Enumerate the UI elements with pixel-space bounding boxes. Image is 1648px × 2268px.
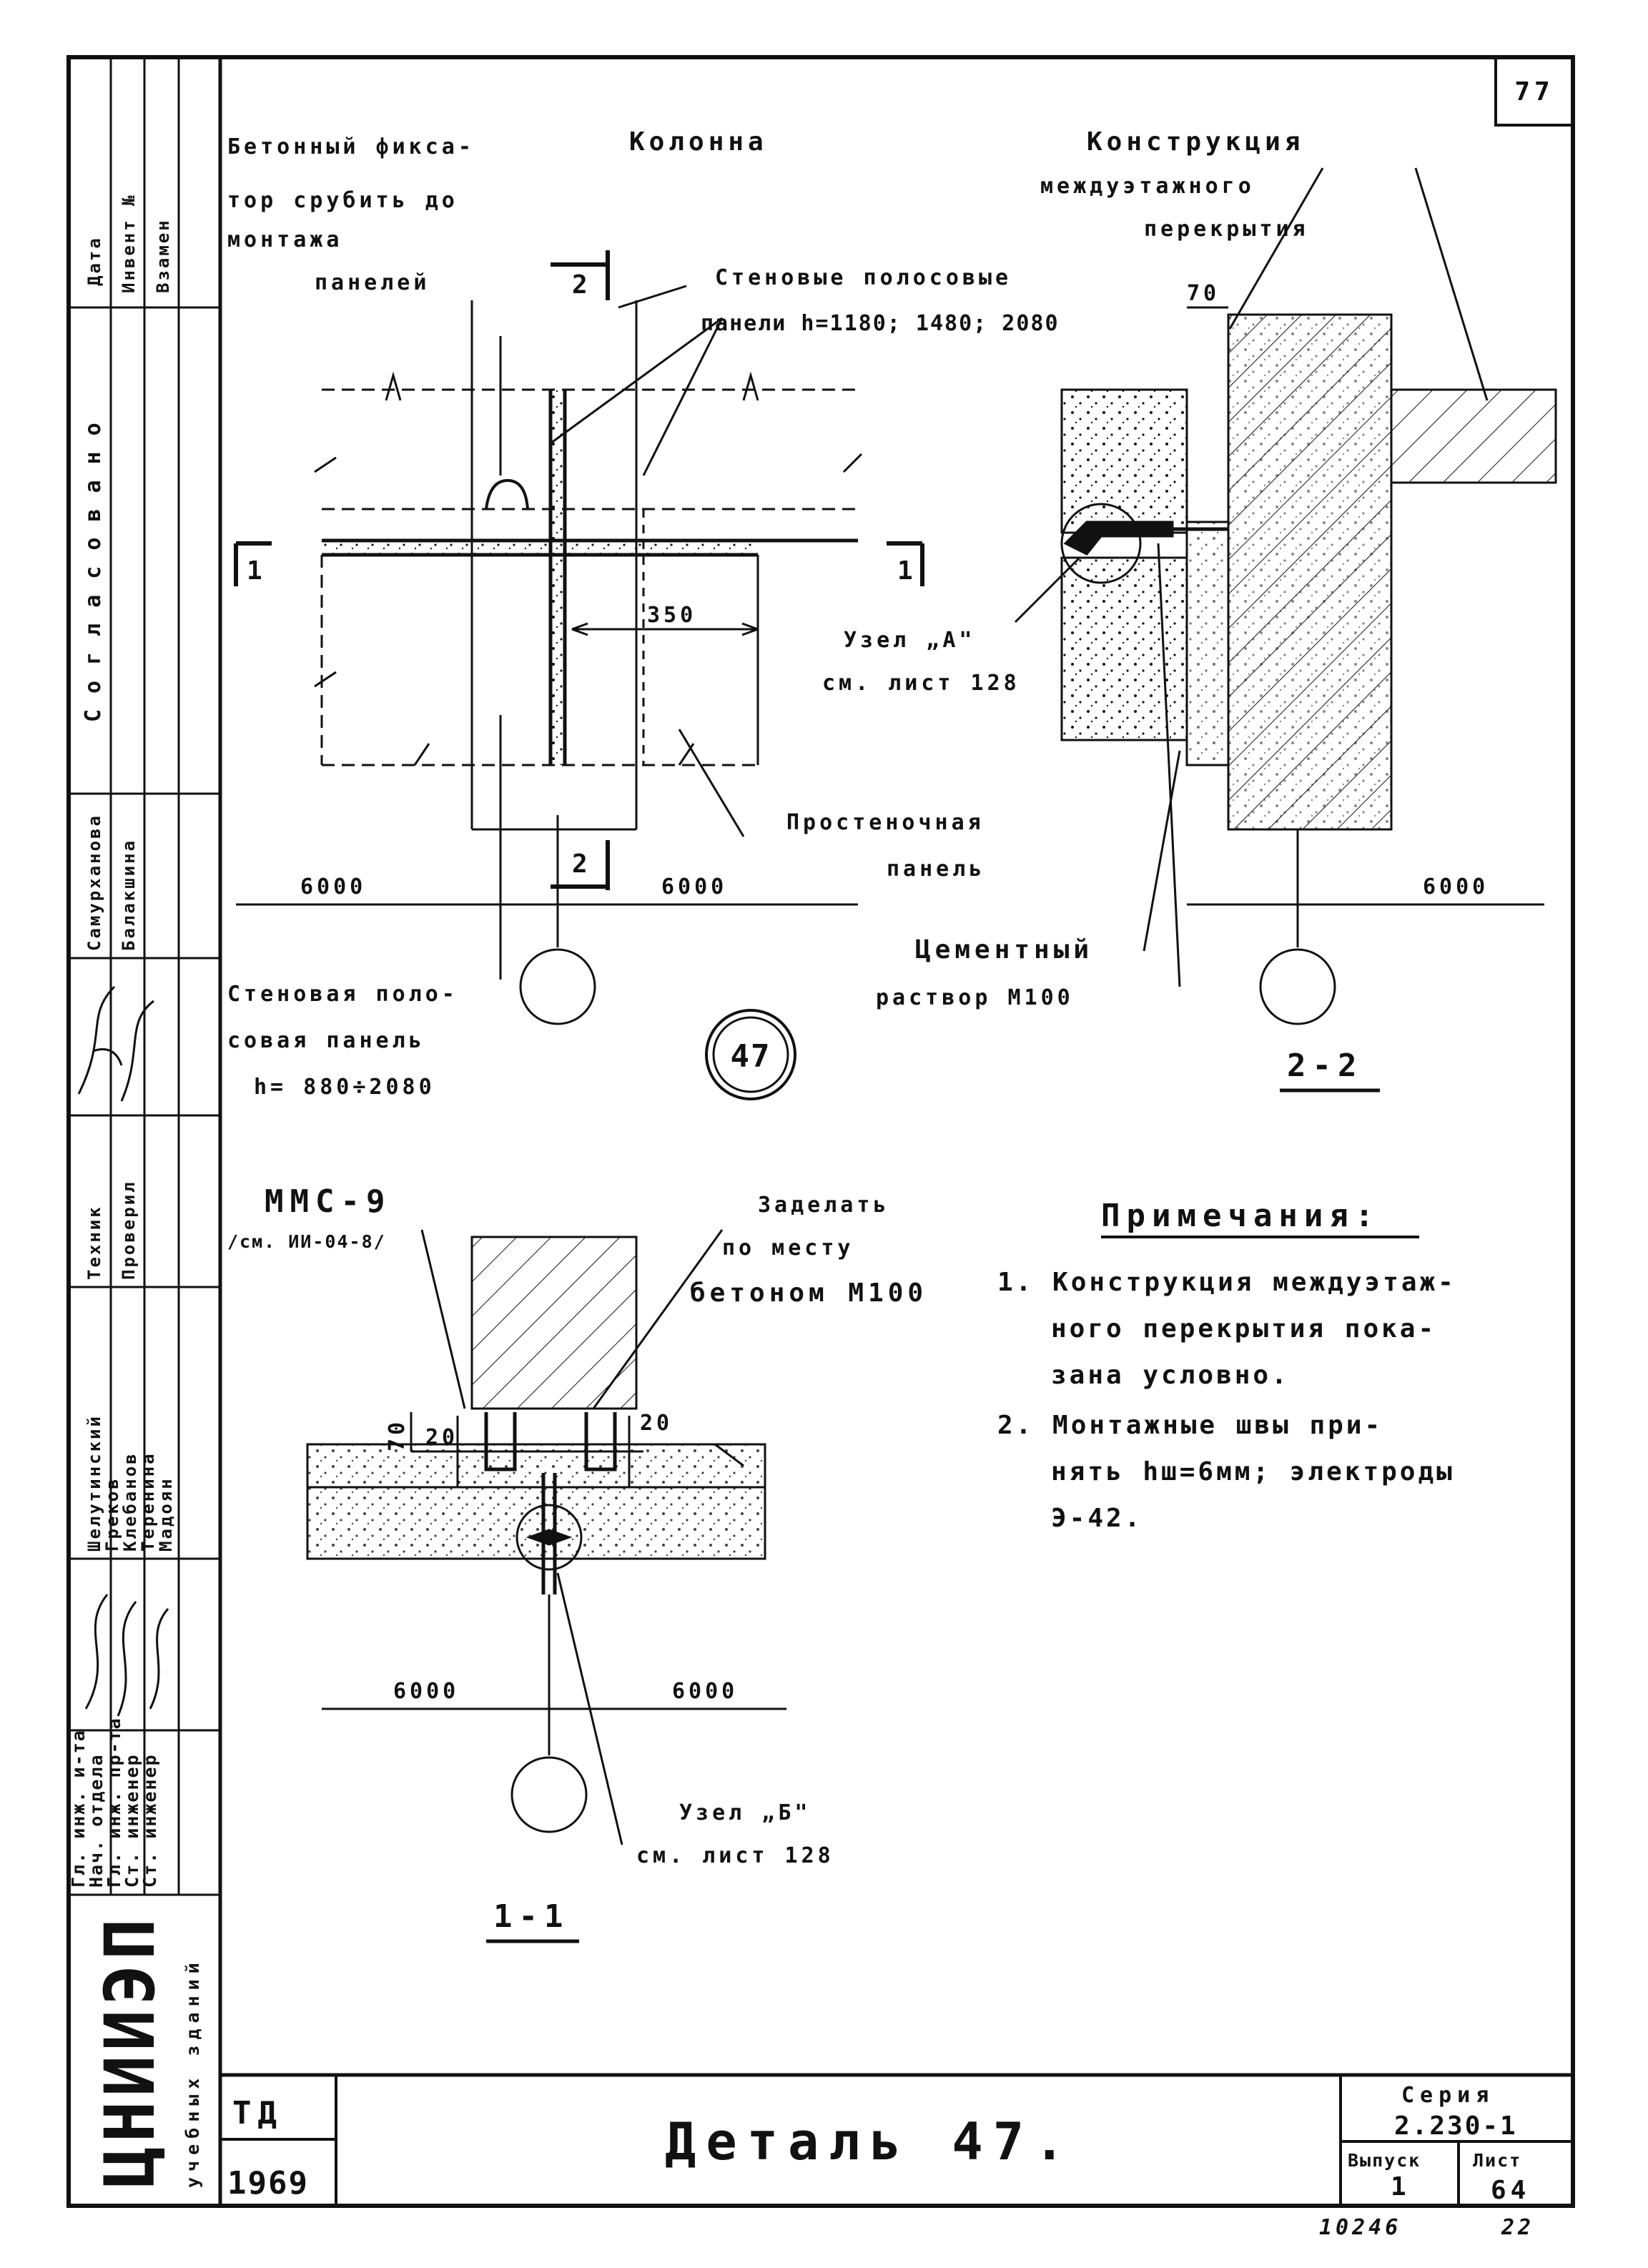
note-2-line-2: нять hш=6мм; электроды <box>1051 1457 1455 1486</box>
series-label: Серия <box>1401 2083 1494 2108</box>
label-fixer-1: Бетонный фикса- <box>227 134 475 159</box>
sheet-number: 77 <box>1514 77 1554 107</box>
stamp-replace: Взамен <box>153 218 173 293</box>
label-embed-2: по месту <box>722 1236 854 1261</box>
left-stamp <box>67 57 220 2206</box>
dim-70-s11: 70 <box>385 1419 410 1451</box>
institute-name: ЦНИИЭП <box>90 1914 170 2188</box>
label-strip-panel-1: Стеновая поло- <box>227 982 458 1007</box>
label-mms-2: /см. ИИ-04-8/ <box>227 1231 386 1252</box>
stamp-approval-name-1: Самурханова <box>84 814 104 951</box>
label-node-a-1: Узел „А" <box>844 628 976 653</box>
label-column: Колонна <box>629 127 768 157</box>
notes-title: Примечания: <box>1101 1198 1380 1234</box>
note-2-line-1: 2. Монтажные швы при- <box>997 1411 1383 1440</box>
label-fixer-2: тор срубить до <box>227 188 458 213</box>
label-embed-3: бетоном М100 <box>690 1278 927 1308</box>
stamp-role-2: Нач. отдела <box>86 1753 107 1888</box>
section-2-2-labels: Конструкция междуэтажного перекрытия 70 … <box>822 127 1489 1084</box>
label-strip-panels-2: панели h=1180; 1480; 2080 <box>701 311 1060 336</box>
note-1-line-1: 1. Конструкция междуэтаж- <box>997 1268 1456 1297</box>
series-value: 2.230-1 <box>1394 2111 1518 2141</box>
section-1-1-title: 1-1 <box>493 1898 569 1935</box>
archive-number: 10246 <box>1319 2215 1401 2240</box>
dim-20-left: 20 <box>425 1425 458 1450</box>
stamp-staff-2: Греков <box>102 1476 122 1552</box>
detail-circle-number: 47 <box>731 1038 771 1075</box>
label-pier-panel-2: панель <box>887 857 985 882</box>
stamp-staff-4: Теренина <box>138 1451 158 1552</box>
label-pier-panel-1: Простеночная <box>786 810 985 835</box>
doc-code: ТД <box>232 2095 283 2131</box>
stamp-inventory: Инвент № <box>119 193 139 293</box>
note-1-line-3: зана условно. <box>1051 1361 1290 1390</box>
dim-6000-s11-left: 6000 <box>393 1679 459 1704</box>
label-mortar-2: раствор М100 <box>876 985 1074 1010</box>
plan-view <box>234 250 924 1100</box>
dim-6000-s11-right: 6000 <box>672 1679 738 1704</box>
plan-view-labels: Бетонный фикса- тор срубить до монтажа п… <box>227 127 1060 1100</box>
label-floor-3: перекрытия <box>1144 217 1309 242</box>
stamp-role-3: Гл. инж. пр-та <box>104 1717 124 1888</box>
page-value: 64 <box>1491 2176 1530 2205</box>
signatures <box>77 985 169 1717</box>
section-1-1-labels: ММС-9 /см. ИИ-04-8/ Заделать по месту бе… <box>227 1183 927 1935</box>
note-2-line-3: Э-42. <box>1051 1504 1143 1533</box>
sheet-title: Деталь 47. <box>665 2111 1075 2171</box>
page-label: Лист <box>1473 2150 1521 2171</box>
label-node-b-1: Узел „Б" <box>679 1800 811 1825</box>
label-fixer-3: монтажа <box>227 227 342 252</box>
issue-label: Выпуск <box>1348 2150 1421 2171</box>
sheet-frame <box>66 55 1575 2208</box>
label-mms-1: ММС-9 <box>265 1183 391 1220</box>
stamp-approval-name-2: Балакшина <box>119 839 139 951</box>
label-fixer-4: панелей <box>315 270 430 295</box>
label-strip-panels-1: Стеновые полосовые <box>715 265 1012 290</box>
stamp-role-checked: Проверил <box>119 1180 139 1280</box>
section-mark-2-top: 2 <box>572 270 592 300</box>
stamp-staff-5: Мадоян <box>156 1476 176 1552</box>
section-mark-2-bottom: 2 <box>572 849 592 879</box>
notes: Примечания: 1. Конструкция междуэтаж- но… <box>997 1198 1456 1533</box>
label-floor-2: междуэтажного <box>1040 174 1255 199</box>
dim-6000-left: 6000 <box>300 874 366 899</box>
stamp-date: Дата <box>84 236 104 286</box>
label-node-a-2: см. лист 128 <box>822 671 1020 696</box>
dim-6000-s22: 6000 <box>1423 874 1489 899</box>
section-1-1 <box>306 1229 786 1845</box>
dim-20-right: 20 <box>640 1411 673 1436</box>
stamp-role-5: Ст. инженер <box>139 1753 160 1888</box>
section-2-2 <box>1014 167 1557 1025</box>
label-embed-1: Заделать <box>758 1193 890 1218</box>
dim-6000-right: 6000 <box>661 874 727 899</box>
institute-subtitle: учебных зданий <box>182 1957 203 2188</box>
section-mark-1-right: 1 <box>897 556 917 586</box>
stamp-role-technician: Техник <box>84 1205 104 1280</box>
label-mortar-1: Цементный <box>915 935 1093 965</box>
doc-year: 1969 <box>227 2165 309 2202</box>
section-2-2-title: 2-2 <box>1287 1047 1363 1084</box>
label-strip-panel-3: h= 880÷2080 <box>254 1075 435 1100</box>
stamp-approved: Согласовано <box>81 407 106 722</box>
stamp-staff-3: Клебанов <box>120 1451 140 1552</box>
stamp-role-1: Гл. инж. и-та <box>68 1729 89 1888</box>
note-1-line-2: ного перекрытия пока- <box>1051 1314 1436 1343</box>
title-block <box>220 2075 1573 2206</box>
dim-70: 70 <box>1187 281 1220 306</box>
left-stamp-text: Дата Инвент № Взамен Согласовано Самурха… <box>68 193 203 2188</box>
stamp-number: 22 <box>1501 2215 1534 2240</box>
title-block-text: ТД 1969 Деталь 47. Серия 2.230-1 Выпуск … <box>227 2083 1530 2205</box>
stamp-staff-1: Шелутинский <box>84 1414 104 1552</box>
section-mark-1-left: 1 <box>247 556 267 586</box>
label-strip-panel-2: совая панель <box>227 1028 425 1053</box>
label-node-b-2: см. лист 128 <box>636 1843 834 1868</box>
stamp-role-4: Ст. инженер <box>122 1753 142 1888</box>
issue-value: 1 <box>1391 2172 1411 2202</box>
dim-350: 350 <box>647 603 696 628</box>
label-floor-1: Конструкция <box>1087 127 1304 157</box>
